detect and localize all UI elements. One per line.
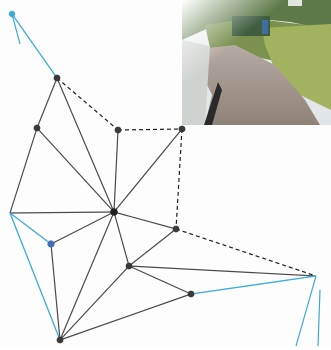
edge-n9-rb [191,276,316,294]
node-n3 [115,127,122,134]
edge-n4-n7 [176,129,182,229]
edge-n8-n10 [60,266,129,340]
node-tl [9,11,15,17]
edge-n5-n8 [114,212,129,266]
edge-n4-n5 [114,129,182,212]
node-n9 [188,291,195,298]
edge-accent-2 [12,14,20,44]
edge-accent-1 [318,290,320,346]
street-scene-photo [182,0,331,125]
edge-n1-n3 [57,78,118,130]
edge-n2-n5 [37,128,114,212]
edge-n3-n4 [118,129,182,130]
node-n7 [173,226,180,233]
node-n4 [179,126,186,133]
node-n2 [34,125,41,132]
edge-n8-rb [129,266,316,276]
graph-nodes [9,11,195,344]
edge-n7-rb [176,229,316,276]
edge-n3-n5 [114,130,118,212]
edge-tl-n1 [12,14,57,78]
edge-n6-n5 [51,212,114,244]
edge-accent-0 [296,276,316,346]
edge-n2-lm [10,128,37,213]
edge-n8-n9 [129,266,191,294]
edge-lm-n5 [10,212,114,213]
edge-n5-n10 [60,212,114,340]
photo-fade [182,0,331,125]
edge-n9-n10 [60,294,191,340]
edge-n6-n10 [51,244,60,340]
node-n8 [126,263,133,270]
edge-n1-n2 [37,78,57,128]
node-n6 [47,240,54,247]
edge-n5-n7 [114,212,176,229]
edge-n1-n5 [57,78,114,212]
edge-n7-n8 [129,229,176,266]
node-n1 [54,75,61,82]
node-n10 [57,337,64,344]
node-n5 [110,208,118,216]
